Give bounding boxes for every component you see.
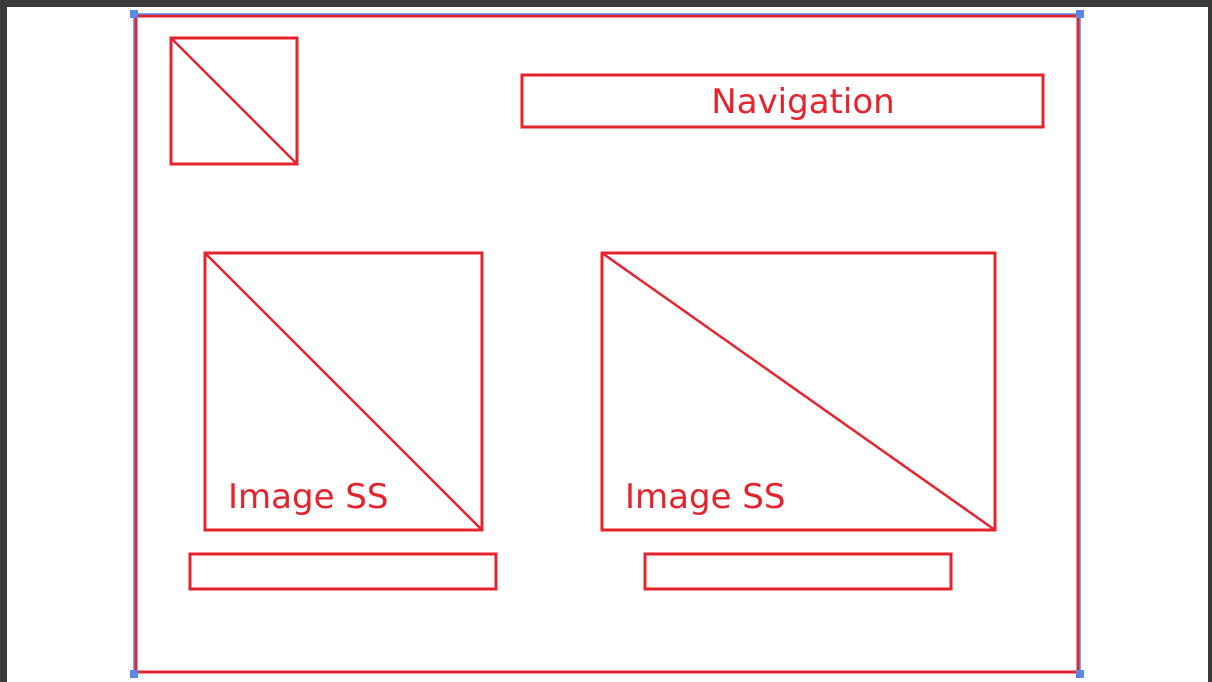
window-frame-top (0, 0, 1212, 7)
image-label-left: Image SS (228, 477, 388, 517)
page-frame[interactable] (134, 14, 1080, 674)
caption-bar-left (188, 552, 498, 591)
selection-handle-top-left[interactable] (130, 10, 138, 18)
image-label-right: Image SS (625, 477, 785, 517)
selection-handle-top-right[interactable] (1076, 10, 1084, 18)
window-frame-right (1208, 0, 1212, 682)
logo-placeholder (169, 36, 299, 166)
window-frame-left (0, 0, 7, 682)
caption-bar-right (643, 552, 953, 591)
selection-handle-bottom-left[interactable] (130, 670, 138, 678)
image-placeholder-right: Image SS (600, 251, 997, 532)
navigation-label: Navigation (711, 82, 894, 122)
image-placeholder-left: Image SS (203, 251, 484, 532)
selection-handle-bottom-right[interactable] (1076, 670, 1084, 678)
navigation-bar[interactable]: Navigation (520, 73, 1045, 129)
